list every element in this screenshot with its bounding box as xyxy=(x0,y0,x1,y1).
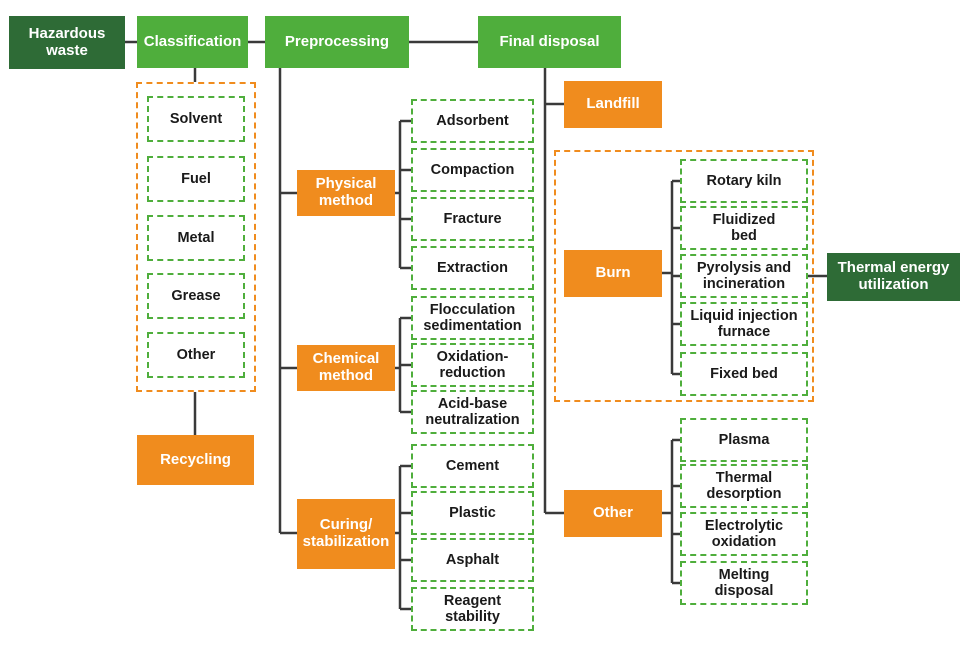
physical-method-item: Compaction xyxy=(411,148,534,192)
other-disposal-item: Melting disposal xyxy=(680,561,808,605)
chemical-method-item: Oxidation- reduction xyxy=(411,343,534,387)
chemical-method-item: Acid-base neutralization xyxy=(411,390,534,434)
burn-item: Fluidized bed xyxy=(680,206,808,250)
classification-item: Grease xyxy=(147,273,245,319)
curing-stabilization-item: Plastic xyxy=(411,491,534,535)
burn-item: Pyrolysis and incineration xyxy=(680,254,808,298)
chemical-method-item: Flocculation sedimentation xyxy=(411,296,534,340)
final-disposal-node: Final disposal xyxy=(478,16,621,68)
chemical-method-node: Chemical method xyxy=(297,345,395,391)
classification-item: Solvent xyxy=(147,96,245,142)
physical-method-item: Adsorbent xyxy=(411,99,534,143)
other-disposal-item: Electrolytic oxidation xyxy=(680,512,808,556)
thermal-energy-utilization-node: Thermal energy utilization xyxy=(827,253,960,301)
curing-stabilization-item: Asphalt xyxy=(411,538,534,582)
other-disposal-item: Plasma xyxy=(680,418,808,462)
curing-stabilization-node: Curing/ stabilization xyxy=(297,499,395,569)
landfill-node: Landfill xyxy=(564,81,662,128)
physical-method-item: Fracture xyxy=(411,197,534,241)
burn-item: Fixed bed xyxy=(680,352,808,396)
hazardous-waste-node: Hazardous waste xyxy=(9,16,125,69)
burn-group-outline xyxy=(554,150,814,402)
other-disposal-node: Other xyxy=(564,490,662,537)
classification-group-outline xyxy=(136,82,256,392)
classification-node: Classification xyxy=(137,16,248,68)
classification-item: Other xyxy=(147,332,245,378)
classification-item: Metal xyxy=(147,215,245,261)
burn-node: Burn xyxy=(564,250,662,297)
physical-method-item: Extraction xyxy=(411,246,534,290)
curing-stabilization-item: Reagent stability xyxy=(411,587,534,631)
classification-item: Fuel xyxy=(147,156,245,202)
recycling-node: Recycling xyxy=(137,435,254,485)
physical-method-node: Physical method xyxy=(297,170,395,216)
preprocessing-node: Preprocessing xyxy=(265,16,409,68)
burn-item: Rotary kiln xyxy=(680,159,808,203)
curing-stabilization-item: Cement xyxy=(411,444,534,488)
other-disposal-item: Thermal desorption xyxy=(680,464,808,508)
burn-item: Liquid injection furnace xyxy=(680,302,808,346)
